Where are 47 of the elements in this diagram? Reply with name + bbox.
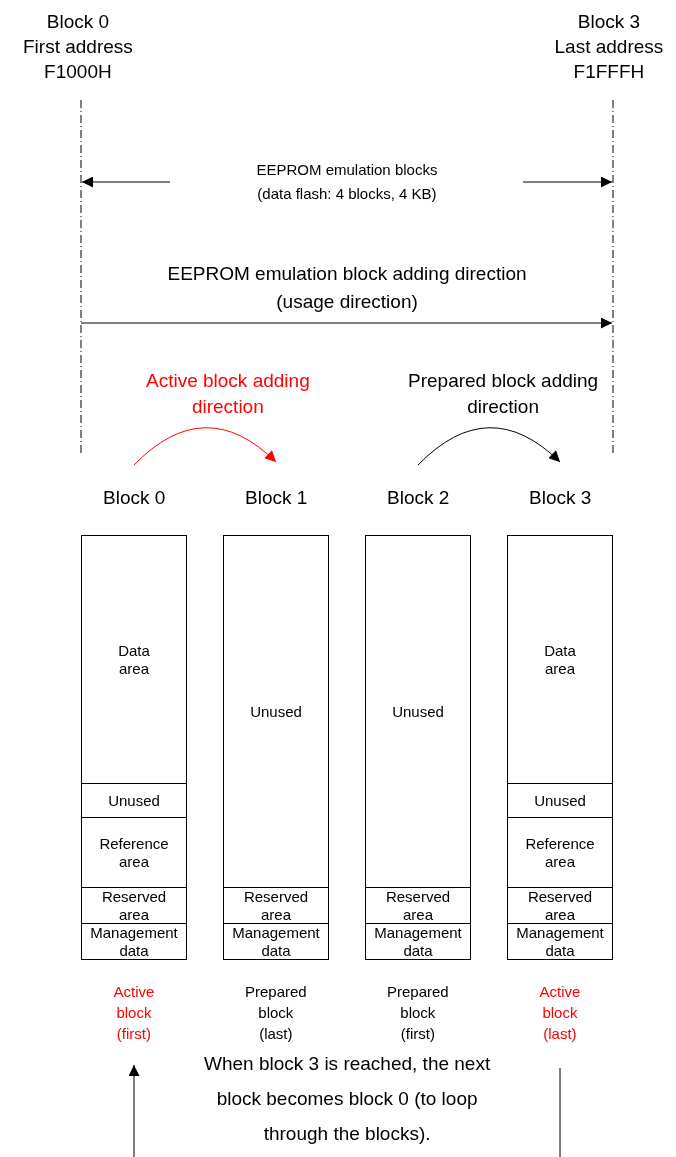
area-label: Data area (544, 641, 576, 678)
memory-area (365, 887, 471, 924)
memory-area (81, 535, 187, 784)
memory-area (81, 783, 187, 818)
block-heading: Block 2 (387, 486, 450, 510)
memory-area (223, 535, 329, 888)
memory-area (81, 887, 187, 924)
block-heading: Block 0 (103, 486, 166, 510)
block-heading: Block 3 (529, 486, 592, 510)
area-label: Reserved area (243, 887, 309, 924)
memory-area (507, 887, 613, 924)
area-label: Unused (534, 791, 586, 810)
area-label: Unused (108, 791, 160, 810)
memory-area (365, 923, 471, 960)
memory-area (507, 817, 613, 888)
area-label: Management data (516, 923, 604, 960)
block-status-label: Active block (first) (113, 982, 155, 1044)
block-status-label: Prepared block (last) (245, 982, 307, 1044)
block-status-label: Prepared block (first) (387, 982, 449, 1044)
direction-label: EEPROM emulation block adding direction (usage direction) (167, 262, 527, 314)
dimension-label: EEPROM emulation blocks (data flash: 4 blocks, 4 KB) (256, 160, 438, 204)
area-label: Data area (118, 641, 150, 678)
arrow (417, 427, 561, 466)
memory-area (507, 535, 613, 784)
memory-area (365, 535, 471, 888)
block-heading: Block 1 (245, 486, 308, 510)
block-status-label: Active block (last) (539, 982, 581, 1044)
area-label: Reserved area (385, 887, 451, 924)
memory-area (507, 783, 613, 818)
area-label: Reference area (525, 834, 595, 871)
memory-area (223, 923, 329, 960)
area-label: Management data (232, 923, 320, 960)
area-label: Unused (250, 702, 302, 721)
address-label: Block 0 First address F1000H (23, 10, 133, 84)
address-label: Block 3 Last address F1FFFH (554, 10, 664, 84)
arrow (128, 1064, 561, 1157)
memory-area (81, 923, 187, 960)
arrow (133, 427, 277, 466)
area-label: Reserved area (101, 887, 167, 924)
area-label: Unused (392, 702, 444, 721)
area-label: Management data (90, 923, 178, 960)
area-label: Management data (374, 923, 462, 960)
memory-area (81, 817, 187, 888)
area-label: Reference area (99, 834, 169, 871)
memory-area (507, 923, 613, 960)
area-label: Reserved area (527, 887, 593, 924)
memory-area (223, 887, 329, 924)
